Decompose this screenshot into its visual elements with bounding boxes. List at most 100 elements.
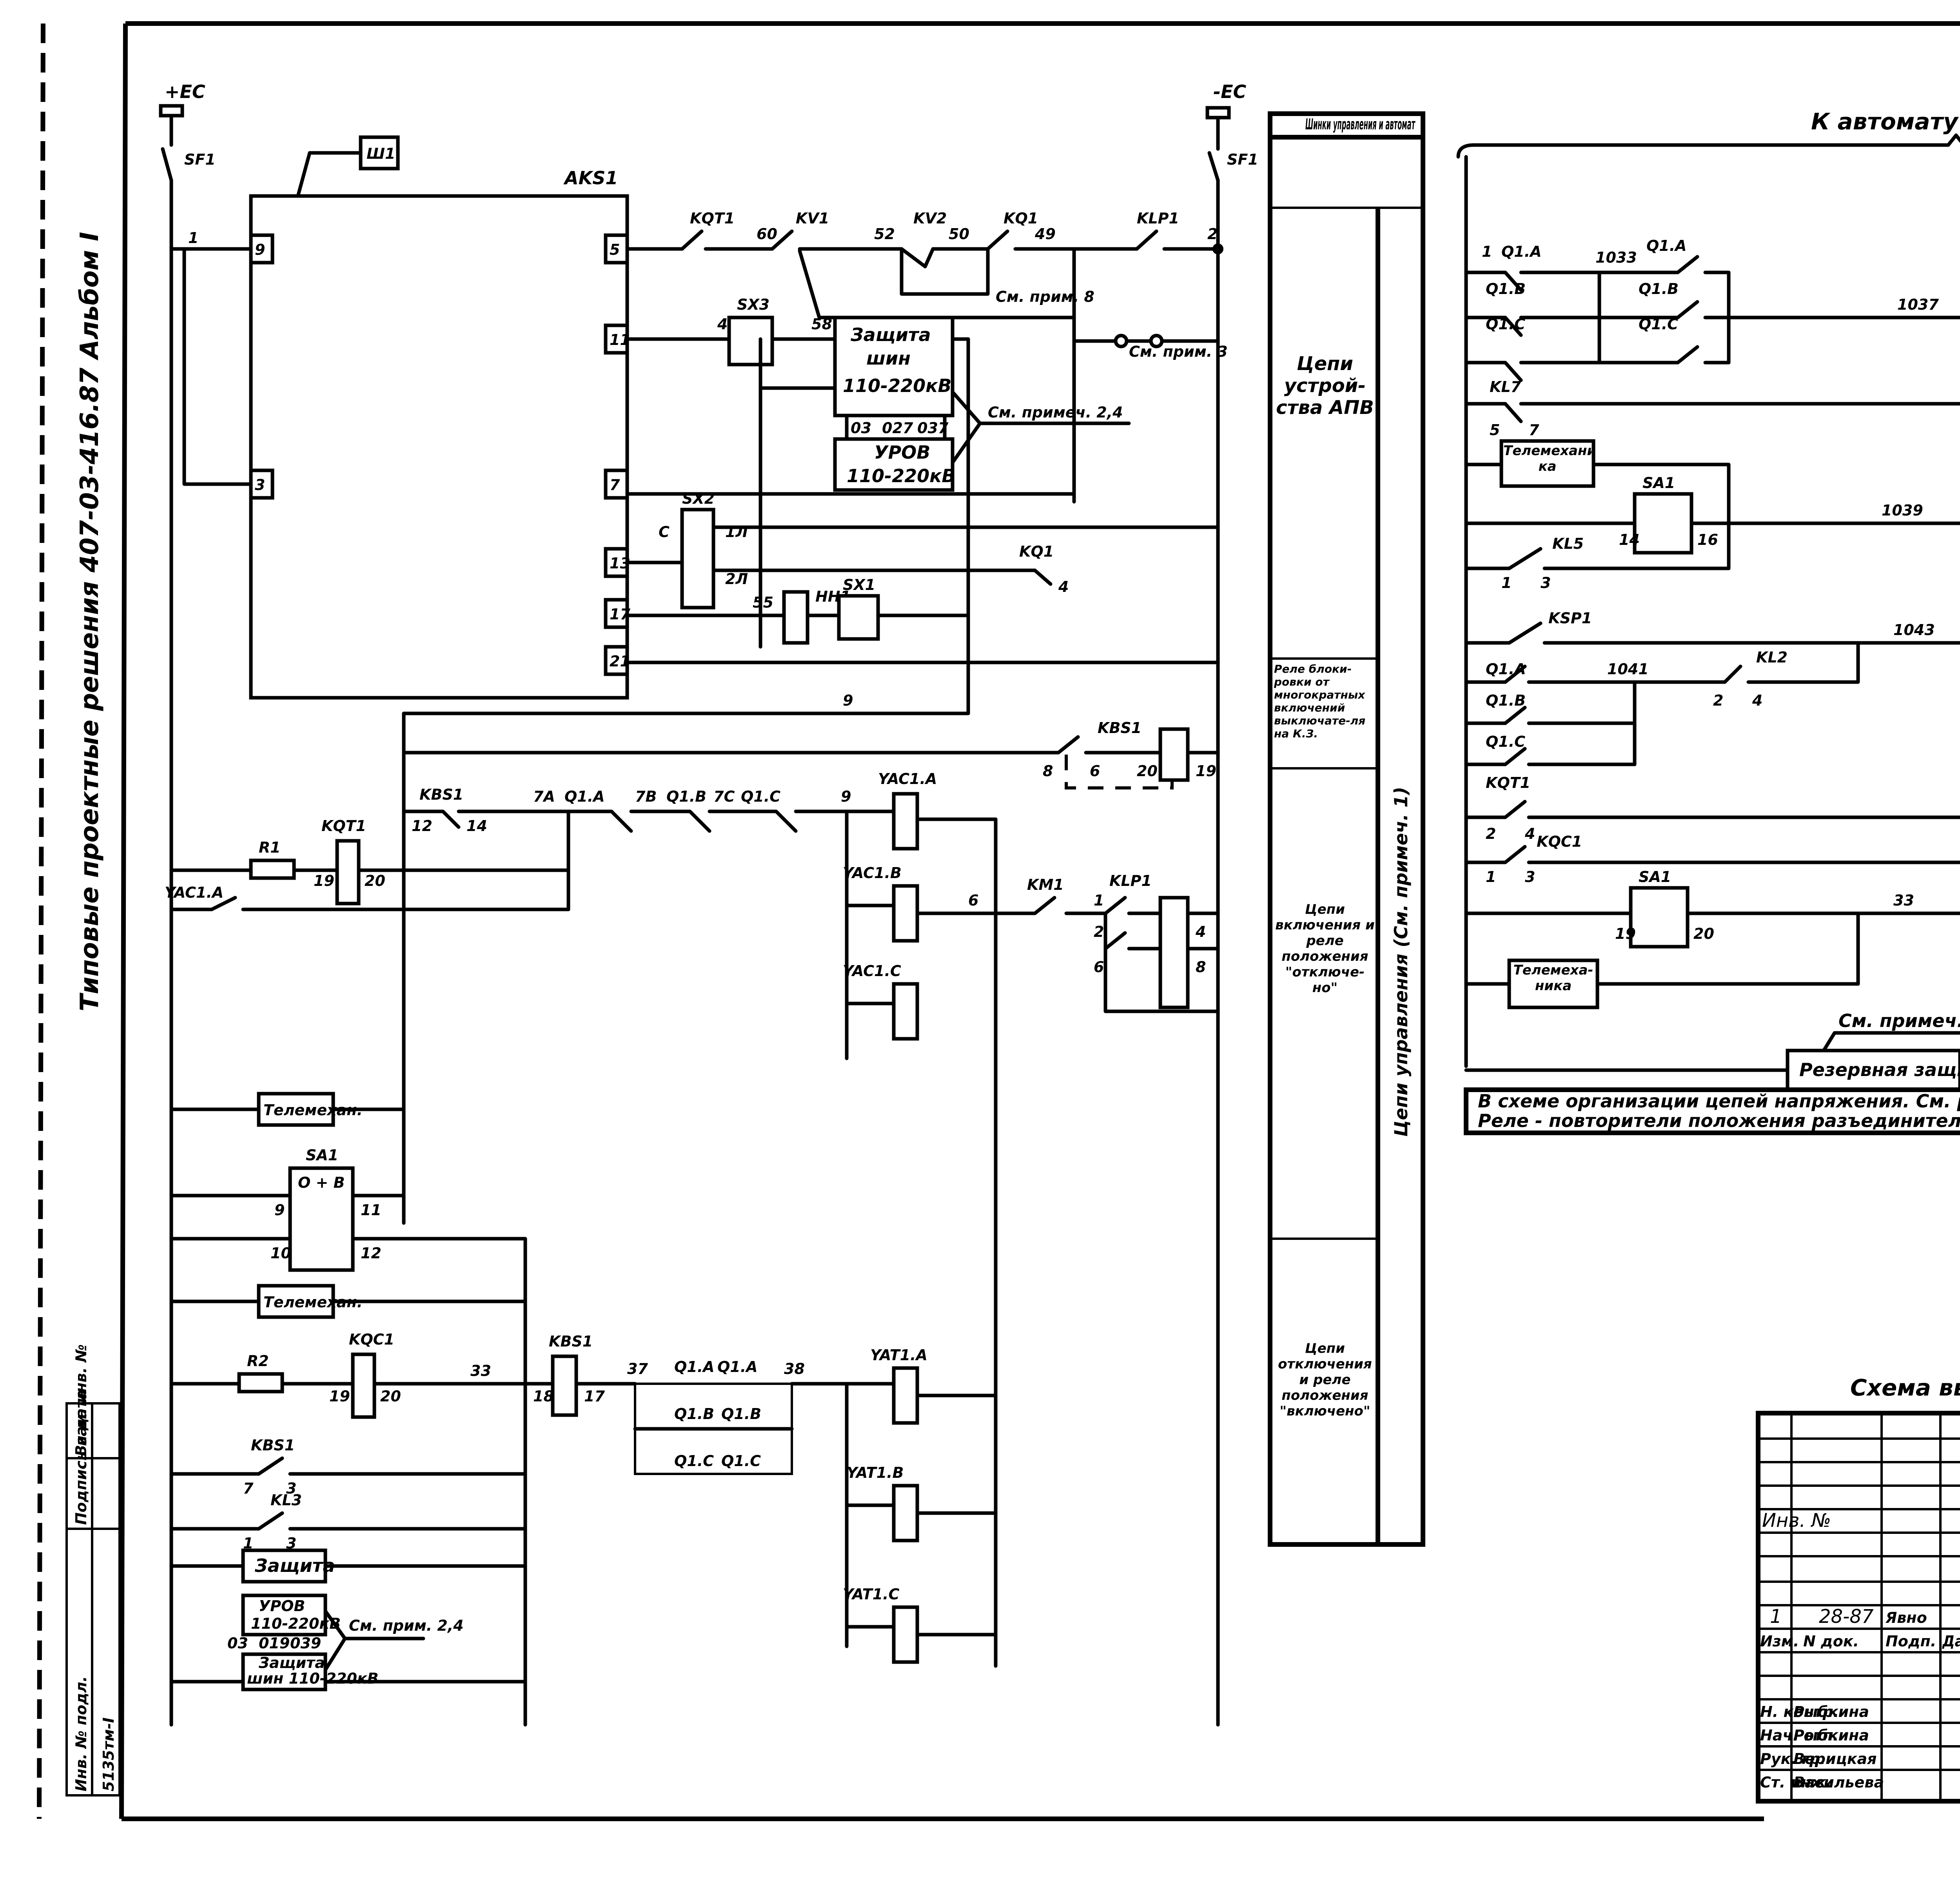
svg-text:10: 10 bbox=[270, 1245, 291, 1262]
svg-text:4: 4 bbox=[1752, 692, 1762, 709]
legend-header: Шинки управления и автомат bbox=[1305, 116, 1416, 133]
svg-text:KL5: KL5 bbox=[1552, 535, 1584, 552]
kqt1-contact bbox=[680, 229, 704, 251]
inv-no-label: Инв. № bbox=[1762, 1510, 1831, 1532]
svg-text:20: 20 bbox=[365, 872, 385, 889]
svg-text:6: 6 bbox=[1090, 762, 1100, 780]
svg-text:YAT1.B: YAT1.B bbox=[847, 1464, 904, 1481]
svg-text:9: 9 bbox=[841, 788, 851, 805]
urov-box-lower bbox=[241, 1593, 327, 1637]
yat1c-coil bbox=[892, 1605, 919, 1664]
svg-text:Рук. гр.: Рук. гр. bbox=[1760, 1750, 1826, 1767]
svg-text:3: 3 bbox=[1525, 868, 1535, 886]
right-notes-box bbox=[1464, 1087, 1960, 1135]
svg-text:KL2: KL2 bbox=[1756, 649, 1788, 666]
svg-text:SA1: SA1 bbox=[1639, 868, 1671, 886]
svg-text:Q1.B: Q1.B bbox=[721, 1405, 761, 1423]
right-circuit: К автомату SF1 KL7 19 20 2 1 Q1.A 1033 Q… bbox=[1456, 108, 1960, 1135]
svg-text:110-220кВ: 110-220кВ bbox=[251, 1615, 341, 1632]
sf1-left-breaker bbox=[161, 147, 173, 182]
svg-text:60: 60 bbox=[757, 225, 777, 243]
svg-text:4: 4 bbox=[1195, 923, 1206, 940]
svg-text:1039: 1039 bbox=[1882, 502, 1923, 519]
svg-text:039: 039 bbox=[290, 1635, 321, 1652]
svg-text:KQT1: KQT1 bbox=[1486, 774, 1530, 791]
svg-text:KQT1: KQT1 bbox=[690, 210, 735, 227]
r2-resistor bbox=[237, 1372, 284, 1394]
svg-text:1: 1 bbox=[1094, 892, 1104, 909]
kbs1-contact-8 bbox=[1056, 735, 1080, 755]
telemech-box-right-2 bbox=[1507, 958, 1599, 1009]
aks1-device: AKS1 Ш1 9 3 5 11 7 13 17 21 1 bbox=[169, 135, 630, 700]
svg-text:KLP1: KLP1 bbox=[1137, 210, 1179, 227]
legend-close-circuits: Цепи включения и реле положения "отключе… bbox=[1275, 902, 1375, 996]
svg-text:12: 12 bbox=[412, 817, 432, 835]
left-telemech-sa1: Телемехан. SA1 О + В 9 11 10 12 Телемеха… bbox=[169, 1092, 527, 1727]
yat1b-coil bbox=[892, 1484, 919, 1542]
svg-text:110-220кВ: 110-220кВ bbox=[847, 465, 955, 486]
legend-vertical-control: Цепи управления (См. примеч. 1) bbox=[1390, 787, 1412, 1137]
svg-text:2: 2 bbox=[1486, 825, 1496, 842]
album-vertical-title: Типовые проектные решения 407-03-416.87 … bbox=[75, 232, 104, 1011]
svg-text:7C: 7C bbox=[713, 788, 735, 805]
aks1-terminals: 9 3 5 11 7 13 17 21 bbox=[249, 233, 630, 676]
svg-text:18: 18 bbox=[533, 1388, 554, 1405]
svg-text:С: С bbox=[659, 523, 670, 541]
telemech-box-right-1 bbox=[1499, 439, 1595, 488]
sa1-switch-right bbox=[1633, 492, 1693, 555]
bus-protection-group: 46 SX3 58 Защита шин 110-220кВ 03 027 03… bbox=[625, 247, 1228, 657]
svg-text:2Л: 2Л bbox=[725, 570, 748, 588]
revision-doc: 28-87 bbox=[1819, 1606, 1874, 1628]
svg-text:Рыбкина: Рыбкина bbox=[1793, 1703, 1869, 1720]
close-chain: R1 KQT1 19 20 YAC1.A KBS1 12 14 7A Q1.A … bbox=[165, 770, 1220, 1060]
svg-text:1: 1 bbox=[188, 229, 198, 247]
negative-bus: -EC SF1 bbox=[1205, 81, 1258, 1727]
apv-lower-rows: SX2 С 1Л 2Л KQ1 4 55 HH1 SX1 9 bbox=[402, 490, 1220, 715]
hh1-lamp bbox=[782, 590, 809, 645]
klp1-contact bbox=[1135, 229, 1158, 251]
svg-text:YAT1.A: YAT1.A bbox=[870, 1346, 927, 1364]
svg-text:шин 110-220кВ: шин 110-220кВ bbox=[247, 1670, 379, 1687]
svg-text:12: 12 bbox=[361, 1245, 381, 1262]
svg-text:1043: 1043 bbox=[1893, 621, 1935, 639]
positive-bus-label: +EC bbox=[165, 81, 205, 102]
revision-change: 1 bbox=[1770, 1606, 1782, 1628]
svg-text:KL7: KL7 bbox=[1490, 378, 1521, 396]
svg-text:Защита: Защита bbox=[850, 324, 931, 345]
svg-text:Ст. инж.: Ст. инж. bbox=[1760, 1774, 1832, 1791]
margin-stamp: Взам. инв. № Подпись и дата Инв. № подл.… bbox=[65, 1344, 121, 1797]
sf1-left-label: SF1 bbox=[184, 151, 216, 168]
kqt1-coil bbox=[335, 839, 361, 906]
legend-lockout-relay: Реле блоки-ровки от многократных включен… bbox=[1274, 662, 1366, 740]
svg-text:7: 7 bbox=[243, 1480, 254, 1497]
aks1-label: AKS1 bbox=[563, 167, 618, 189]
sf1-right-breaker bbox=[1207, 151, 1220, 182]
svg-text:17: 17 bbox=[584, 1388, 605, 1405]
svg-text:2: 2 bbox=[1094, 923, 1104, 940]
stamp-replaced-inv: Взам. инв. № bbox=[73, 1344, 90, 1456]
sheets-note: Схема выполнена на листах 56,57,58 bbox=[1850, 1374, 1960, 1401]
kq1-contact bbox=[986, 229, 1009, 251]
svg-text:Q1.A: Q1.A bbox=[1501, 243, 1542, 260]
svg-text:19: 19 bbox=[1615, 925, 1636, 942]
revision-sign: Явно bbox=[1885, 1609, 1927, 1626]
svg-text:4: 4 bbox=[1524, 825, 1535, 842]
urov-box bbox=[833, 437, 955, 492]
bus-protection-box-lower bbox=[241, 1652, 327, 1691]
svg-text:1033: 1033 bbox=[1595, 249, 1637, 266]
svg-text:SX1: SX1 bbox=[843, 576, 875, 593]
legend-apv-circuits: Цепи устрой-ства АПВ bbox=[1276, 353, 1374, 419]
svg-text:3: 3 bbox=[286, 1480, 296, 1497]
svg-text:N док.: N док. bbox=[1803, 1633, 1859, 1650]
svg-text:Рыбкина: Рыбкина bbox=[1793, 1727, 1869, 1744]
sx3-switch bbox=[727, 316, 774, 367]
yac1a-coil bbox=[892, 792, 919, 851]
svg-text:14: 14 bbox=[466, 817, 487, 835]
svg-text:KQ1: KQ1 bbox=[1004, 210, 1038, 227]
svg-text:019: 019 bbox=[259, 1635, 290, 1652]
svg-text:Защита: Защита bbox=[254, 1555, 335, 1576]
svg-text:УРОВ: УРОВ bbox=[874, 442, 930, 463]
svg-text:SA1: SA1 bbox=[306, 1147, 338, 1164]
svg-text:KBS1: KBS1 bbox=[251, 1437, 295, 1454]
